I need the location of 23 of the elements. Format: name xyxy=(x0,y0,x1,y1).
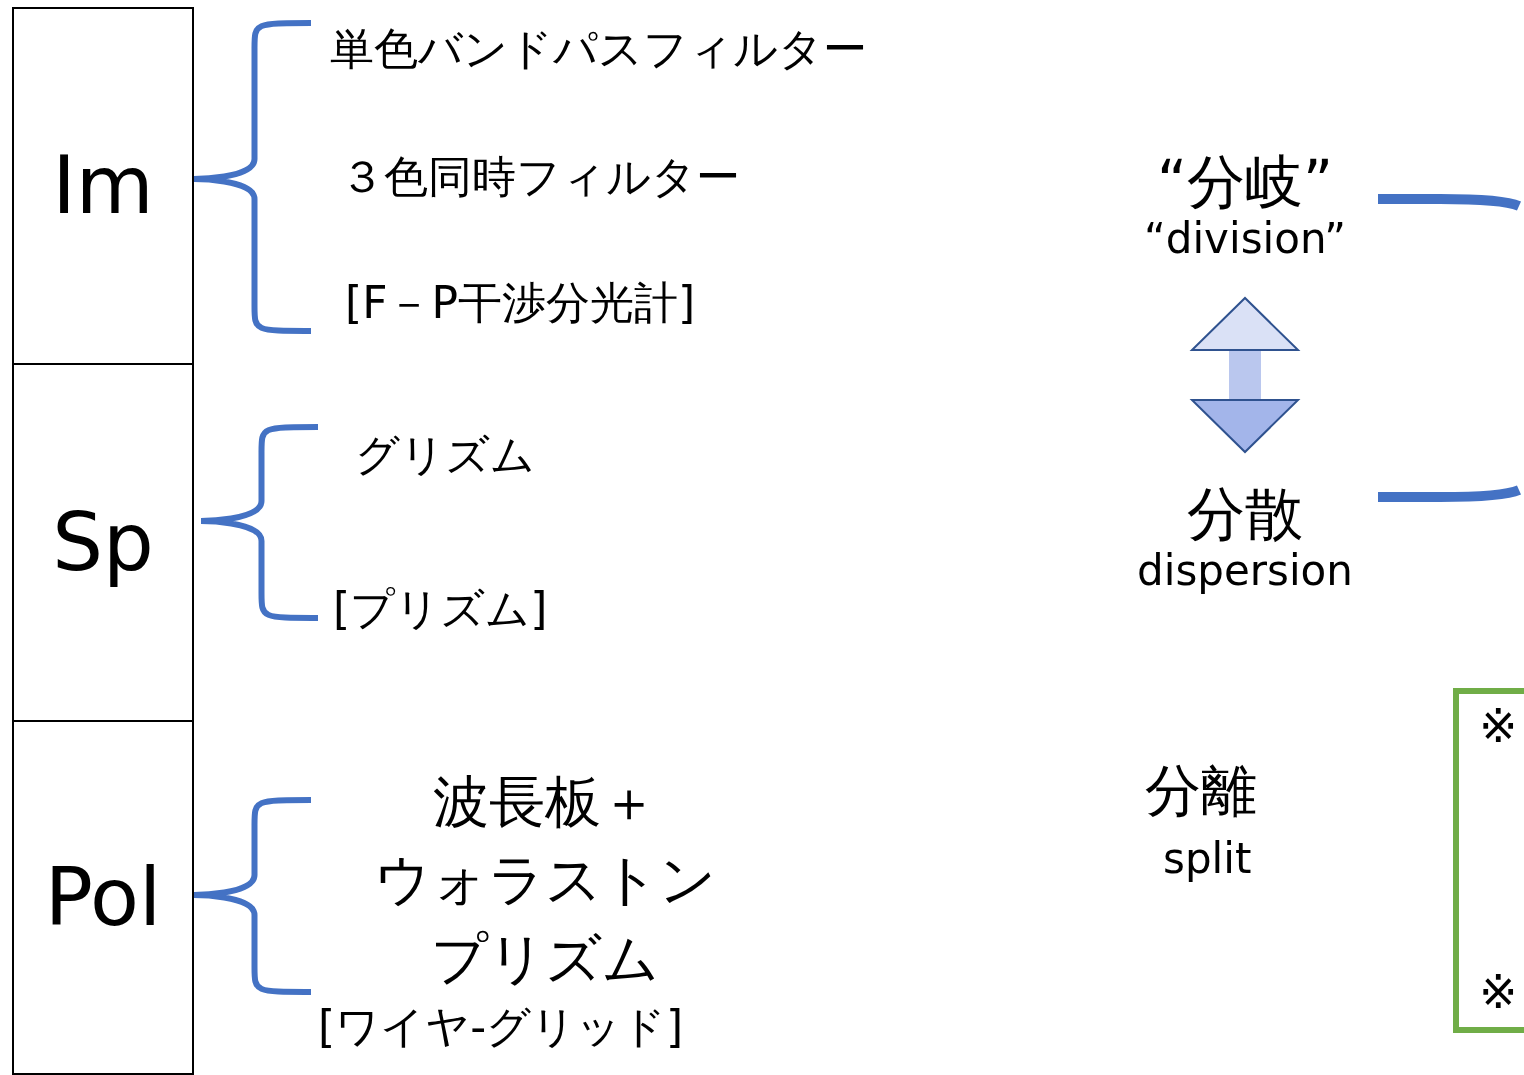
note-box xyxy=(1453,688,1524,1033)
filter-item: 単色バンドパスフィルター xyxy=(330,22,867,76)
disperser-item: [プリズム] xyxy=(333,582,548,636)
reference-mark: ※ xyxy=(1479,966,1518,1019)
row-heading: Im xyxy=(52,140,154,232)
term-english: split xyxy=(1163,833,1252,885)
term-japanese: 分離 xyxy=(1145,757,1257,825)
polarizer-item: 波長板＋ウォラストンプリズム xyxy=(373,768,717,993)
polarizer-item: [ワイヤ-グリッド] xyxy=(318,1000,684,1054)
filter-item: [F－P干渉分光計] xyxy=(345,276,696,330)
row-heading: Sp xyxy=(52,496,154,589)
term-japanese: 分散 xyxy=(1187,480,1303,548)
table-cell xyxy=(12,7,194,365)
reference-mark: ※ xyxy=(1479,700,1518,753)
row-heading: Pol xyxy=(44,851,162,944)
term-english: dispersion xyxy=(1137,547,1353,596)
table-cell xyxy=(12,720,194,1075)
filter-item: ３色同時フィルター xyxy=(340,150,740,204)
double-arrow xyxy=(1191,297,1299,453)
table-cell xyxy=(12,363,194,722)
disperser-item: グリズム xyxy=(355,428,535,482)
term-japanese: “分岐” xyxy=(1156,148,1334,216)
term-english: “division” xyxy=(1144,215,1346,264)
